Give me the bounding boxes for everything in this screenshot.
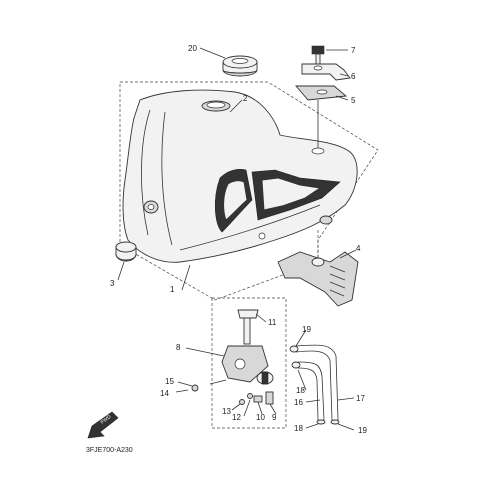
callout-3: 3 <box>110 279 115 288</box>
callout-2: 2 <box>243 94 248 103</box>
callout-20: 20 <box>188 44 197 53</box>
rear-bracket <box>295 45 351 101</box>
diagram-code: 3FJE700-A230 <box>86 447 133 454</box>
front-direction-icon: FWD <box>87 411 119 439</box>
callout-7: 7 <box>351 46 356 55</box>
rubber-mount <box>277 251 359 307</box>
callout-13: 13 <box>222 407 231 416</box>
callout-12: 12 <box>232 413 241 422</box>
callout-4: 4 <box>356 244 361 253</box>
callout-8: 8 <box>176 343 181 352</box>
callout-19-upper: 19 <box>302 325 311 334</box>
fuel-cock-assembly <box>191 309 274 405</box>
callout-19-lower: 19 <box>358 426 367 435</box>
callout-17: 17 <box>356 394 365 403</box>
callout-9: 9 <box>272 413 277 422</box>
fuel-tank <box>122 89 358 263</box>
side-grommet <box>115 241 137 262</box>
fuel-hoses <box>289 344 340 425</box>
callout-14: 14 <box>160 389 169 398</box>
callout-16: 16 <box>294 398 303 407</box>
callout-15: 15 <box>165 377 174 386</box>
callout-5: 5 <box>351 96 356 105</box>
callout-10: 10 <box>256 413 265 422</box>
callout-6: 6 <box>351 72 356 81</box>
front-marker-text: FWD <box>100 414 113 426</box>
fuel-cock-boundary <box>211 297 287 429</box>
callout-11: 11 <box>268 318 277 327</box>
callout-18-upper: 18 <box>296 386 305 395</box>
fuel-cap <box>222 55 258 77</box>
callout-1: 1 <box>170 285 175 294</box>
callout-18-lower: 18 <box>294 424 303 433</box>
leader-lines <box>117 47 357 431</box>
